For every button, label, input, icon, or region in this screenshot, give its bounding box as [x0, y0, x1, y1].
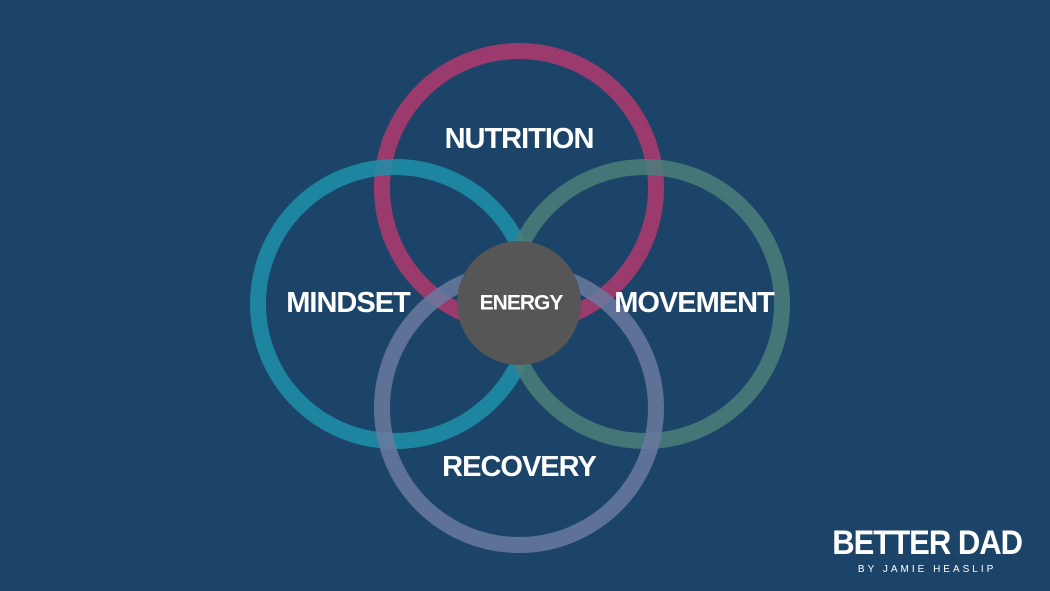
- energy-circle: [457, 241, 581, 365]
- movement-label: MOVEMENT: [614, 287, 775, 319]
- energy-label: ENERGY: [480, 292, 564, 315]
- brand-title: BETTER DAD: [832, 522, 1023, 563]
- brand-logo: BETTER DAD BY JAMIE HEASLIP: [832, 522, 1023, 575]
- brand-subtitle: BY JAMIE HEASLIP: [857, 564, 997, 575]
- recovery-label: RECOVERY: [442, 451, 596, 483]
- nutrition-label: NUTRITION: [445, 123, 594, 155]
- mindset-label: MINDSET: [286, 287, 411, 319]
